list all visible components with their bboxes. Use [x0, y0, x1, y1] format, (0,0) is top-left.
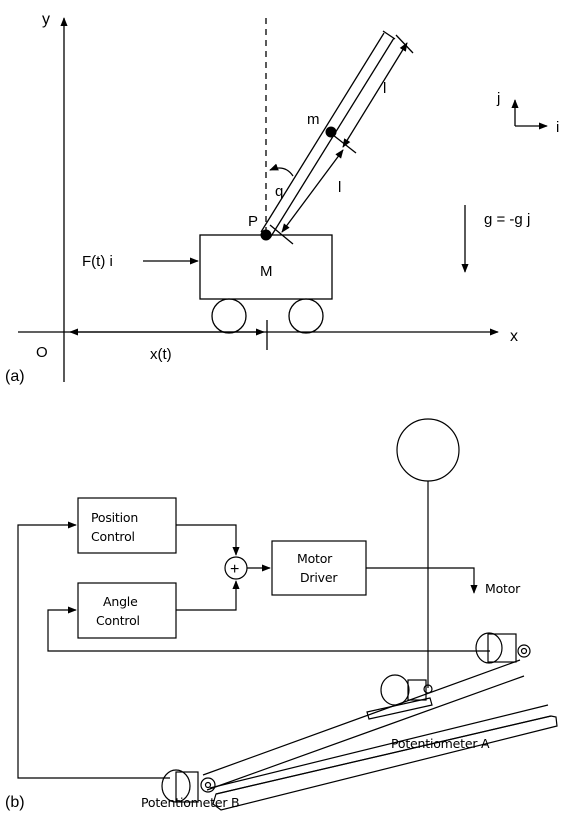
potentiometer-b-hub [204, 781, 212, 789]
pendulum-end-tick [395, 34, 414, 54]
force-label: F(t) i [82, 253, 113, 270]
driver-to-motor-line [366, 567, 478, 594]
unit-j-label: j [496, 90, 500, 107]
potentiometer-a-shaft [407, 679, 427, 701]
half-length-lower-label: l [338, 179, 341, 196]
potentiometer-b-casing [175, 771, 199, 803]
position-control-label: Position Control [91, 510, 142, 544]
half-length-upper-label: l [383, 80, 386, 97]
angle-control-label: Angle Control [96, 594, 141, 628]
length-mid-tick [332, 134, 357, 154]
gravity-label: g = -g j [484, 211, 530, 228]
position-to-sum-line [176, 524, 240, 556]
angle-feedback-line [47, 606, 490, 652]
angle-to-sum-line [176, 580, 240, 611]
unit-i-label: i [556, 119, 559, 136]
belt-upper [202, 659, 521, 776]
motor-pulley-hub [520, 647, 528, 655]
rig-cart-base [366, 697, 433, 720]
pendulum-rod-end [382, 30, 396, 40]
angle-label: q [275, 183, 283, 200]
potentiometer-a-label: Potentiometer A [391, 736, 490, 751]
angle-control-block [77, 582, 177, 639]
track-rail-edge [215, 715, 552, 795]
angle-arc [269, 163, 294, 177]
potentiometer-b-pulley [200, 777, 216, 793]
cart-wheel-right [288, 298, 324, 334]
motor-pulley [517, 644, 531, 658]
length-arrow-upper [342, 42, 408, 148]
position-control-block [77, 497, 177, 554]
y-axis-label: y [42, 11, 50, 28]
belt-lower [206, 675, 525, 791]
position-feedback-line [17, 521, 170, 779]
track-rail [212, 715, 558, 811]
point-mass [325, 126, 337, 138]
panel-a [18, 17, 548, 382]
panel-a-label: (a) [5, 368, 25, 385]
pivot-label: P [248, 213, 258, 230]
track-inner-line [209, 704, 549, 789]
origin-label: O [36, 344, 48, 361]
length-base-tick [269, 224, 294, 245]
pendulum-rod-left [260, 32, 385, 233]
motor-casing [487, 633, 517, 663]
pendulum-rod-right [269, 37, 395, 239]
summing-sign: + [230, 561, 239, 578]
motor-driver-label: Motor Driver [297, 551, 338, 585]
pivot-point [260, 229, 272, 241]
motor-driver-block [271, 540, 367, 596]
panel-b [17, 418, 558, 811]
length-arrow-lower [281, 149, 344, 233]
motor-label: Motor [485, 581, 521, 596]
cart-position-label: x(t) [150, 346, 172, 363]
potentiometer-b-label: Potentiometer B [141, 795, 239, 810]
potentiometer-a-cap [423, 684, 433, 694]
point-mass-label: m [307, 111, 320, 128]
motor-body [475, 632, 503, 664]
x-axis-label: x [510, 328, 518, 345]
cart-wheel-left [211, 298, 247, 334]
panel-b-label: (b) [5, 794, 25, 811]
potentiometer-a-body [380, 674, 410, 706]
pendulum-bob [396, 418, 460, 482]
cart-mass-label: M [260, 263, 273, 280]
